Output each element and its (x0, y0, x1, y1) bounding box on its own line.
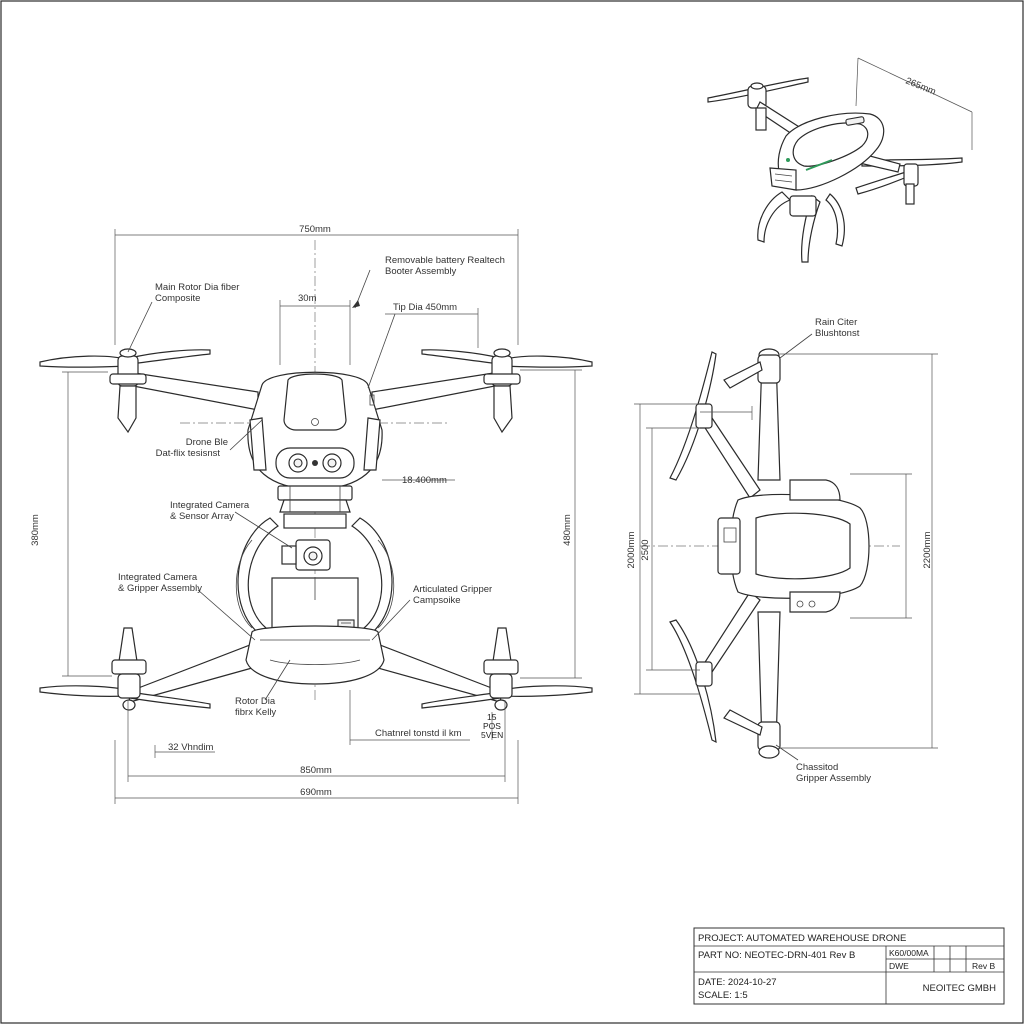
side-label-top-1: Rain Citer (815, 317, 857, 328)
dim-channel: Chatnrel tonstd il km (375, 728, 462, 739)
side-label-top-2: Blushtonst (815, 328, 860, 339)
tb-date: DATE: 2024-10-27 (698, 977, 777, 988)
label-camera-1: Integrated Camera (170, 500, 250, 511)
dim-tip: Tip Dia 450mm (393, 302, 457, 313)
dim-690: 690mm (300, 787, 332, 798)
label-main-rotor-1: Main Rotor Dia fiber (155, 282, 239, 293)
tb-cell-kg: K60/00MA (889, 948, 929, 958)
dim-850: 850mm (300, 765, 332, 776)
side-label-bottom-1: Chassitod (796, 762, 838, 773)
tb-company: NEOITEC GMBH (923, 983, 997, 994)
title-block-frame (693, 927, 1005, 1005)
dim-15: 15 (487, 712, 497, 722)
dim-32: 32 Vhndim (168, 742, 214, 753)
rotor-top-right (421, 348, 593, 434)
front-view: 750mm 30m Tip Dia 450mm 380mm 480mm 18.4… (30, 224, 593, 804)
drone-body-head (247, 371, 383, 491)
side-dim-left-2: 2500 (640, 539, 651, 560)
front-view-leaders (127, 269, 411, 701)
label-grip-comp-1: Articulated Gripper (413, 584, 492, 595)
dim-height-left: 380mm (30, 514, 41, 546)
side-dim-right: 2200mm (922, 531, 933, 568)
title-block: PROJECT: AUTOMATED WAREHOUSE DRONE PART … (693, 927, 1005, 1005)
rotor-bottom-right (421, 627, 593, 711)
tb-scale: SCALE: 1:5 (698, 990, 748, 1001)
side-view: Rain Citer Blushtonst Chassitod Gripper … (626, 317, 938, 784)
label-gripper-asm-2: & Gripper Assembly (118, 583, 202, 594)
dim-overall-top: 750mm (299, 224, 331, 235)
iso-view: 265mm (707, 57, 973, 263)
label-grip-comp-2: Campsoike (413, 595, 461, 606)
label-drone-2: Dat-flix tesisnst (156, 448, 221, 459)
tb-cell-dwe: DWE (889, 961, 909, 971)
label-battery-2: Booter Assembly (385, 266, 457, 277)
rotor-top-left (39, 348, 211, 434)
dim-pos: POS (483, 721, 501, 731)
label-drone-1: Drone Ble (186, 437, 228, 448)
dim-height-right: 480mm (562, 514, 573, 546)
iso-dim: 265mm (904, 76, 938, 98)
tb-cell-rev: Rev B (972, 961, 995, 971)
label-gripper-asm-1: Integrated Camera (118, 572, 198, 583)
label-rotor-dia-2: fibrx Kelly (235, 707, 276, 718)
dim-30: 30m (298, 293, 317, 304)
dim-18: 18.400mm (402, 475, 447, 486)
tb-part-no: PART NO: NEOTEC-DRN-401 Rev B (698, 950, 855, 961)
side-dim-left-1: 2000mm (626, 531, 637, 568)
label-main-rotor-2: Composite (155, 293, 200, 304)
side-label-bottom-2: Gripper Assembly (796, 773, 871, 784)
label-battery-1: Removable battery Realtech (385, 255, 505, 266)
gripper-cage (235, 513, 395, 685)
dim-5ven: 5VEN (481, 730, 503, 740)
rotor-bottom-left (39, 627, 211, 711)
tb-project: PROJECT: AUTOMATED WAREHOUSE DRONE (698, 933, 906, 944)
label-camera-2: & Sensor Array (170, 511, 234, 522)
label-rotor-dia-1: Rotor Dia (235, 696, 276, 707)
front-view-dimensions (62, 229, 582, 804)
